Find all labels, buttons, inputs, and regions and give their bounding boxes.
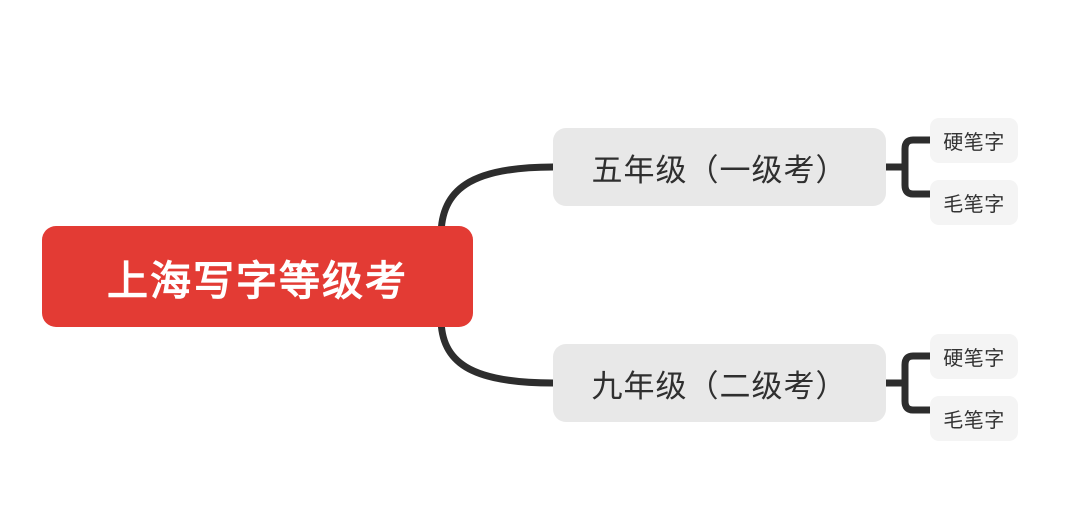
mindmap-branch-node-grade9[interactable]: 九年级（二级考） bbox=[553, 344, 886, 422]
mindmap-leaf-node-grade9-brush[interactable]: 毛笔字 bbox=[930, 396, 1018, 441]
connector-root-to-branch-2 bbox=[437, 314, 557, 387]
mindmap-root-node[interactable]: 上海写字等级考 bbox=[42, 226, 473, 327]
branch-node-label: 五年级（一级考） bbox=[591, 152, 848, 188]
connector-branch-2-bracket bbox=[901, 352, 934, 414]
leaf-node-label: 毛笔字 bbox=[943, 410, 1005, 432]
branch-node-label: 九年级（二级考） bbox=[591, 368, 848, 404]
leaf-node-label: 毛笔字 bbox=[943, 194, 1005, 216]
mindmap-leaf-node-grade5-hard-pen[interactable]: 硬笔字 bbox=[930, 118, 1018, 163]
mindmap-leaf-node-grade9-hard-pen[interactable]: 硬笔字 bbox=[930, 334, 1018, 379]
connector-branch-1-bracket bbox=[901, 136, 934, 198]
mindmap-branch-node-grade5[interactable]: 五年级（一级考） bbox=[553, 128, 886, 206]
mindmap-leaf-node-grade5-brush[interactable]: 毛笔字 bbox=[930, 180, 1018, 225]
root-node-label: 上海写字等级考 bbox=[107, 257, 408, 304]
leaf-node-label: 硬笔字 bbox=[943, 348, 1005, 370]
leaf-node-label: 硬笔字 bbox=[943, 132, 1005, 154]
